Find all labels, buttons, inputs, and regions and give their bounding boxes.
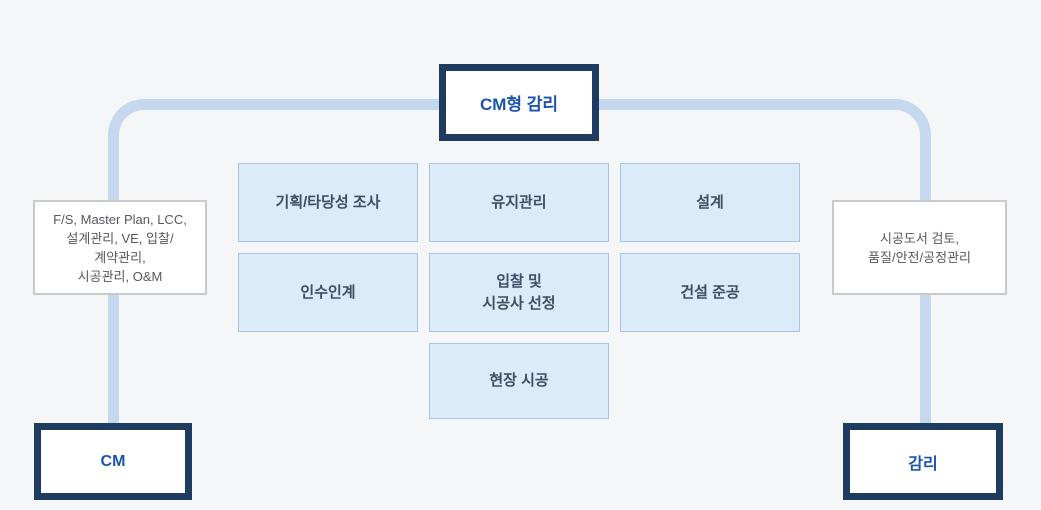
note-box-supervision-scope: 시공도서 검토, 품질/안전/공정관리	[832, 200, 1007, 295]
role-box-cm-label: CM	[100, 452, 126, 470]
stage-box-handover: 인수인계	[238, 253, 418, 332]
title-box-label: CM형 감리	[479, 95, 559, 114]
stage-box-maintenance: 유지관리	[429, 163, 609, 242]
stage-label: 현장 시공	[489, 372, 549, 389]
stage-label: 유지관리	[491, 193, 547, 211]
stage-box-construction-completion: 건설 준공	[620, 253, 800, 332]
stage-box-design: 설계	[620, 163, 800, 242]
stage-label: 기획/타당성 조사	[275, 193, 381, 211]
note-box-supervision-scope-text: 시공도서 검토, 품질/안전/공정관리	[868, 230, 971, 265]
stage-label: 건설 준공	[680, 283, 740, 301]
role-box-supervision-label: 감리	[908, 455, 938, 473]
stage-box-planning-feasibility: 기획/타당성 조사	[238, 163, 418, 242]
stage-label: 설계	[696, 193, 724, 211]
stage-label: 입찰 및 시공사 선정	[482, 272, 556, 312]
note-box-cm-scope: F/S, Master Plan, LCC, 설계관리, VE, 입찰/ 계약관…	[33, 200, 207, 295]
note-box-cm-scope-text: F/S, Master Plan, LCC, 설계관리, VE, 입찰/ 계약관…	[53, 211, 187, 284]
stage-box-bidding-contractor-selection: 입찰 및 시공사 선정	[429, 253, 609, 332]
role-box-cm: CM	[34, 423, 192, 500]
stage-label: 인수인계	[300, 283, 356, 301]
title-box-cm-type-supervision: CM형 감리	[439, 64, 599, 141]
stage-box-site-construction: 현장 시공	[429, 343, 609, 419]
role-box-supervision: 감리	[843, 423, 1003, 500]
